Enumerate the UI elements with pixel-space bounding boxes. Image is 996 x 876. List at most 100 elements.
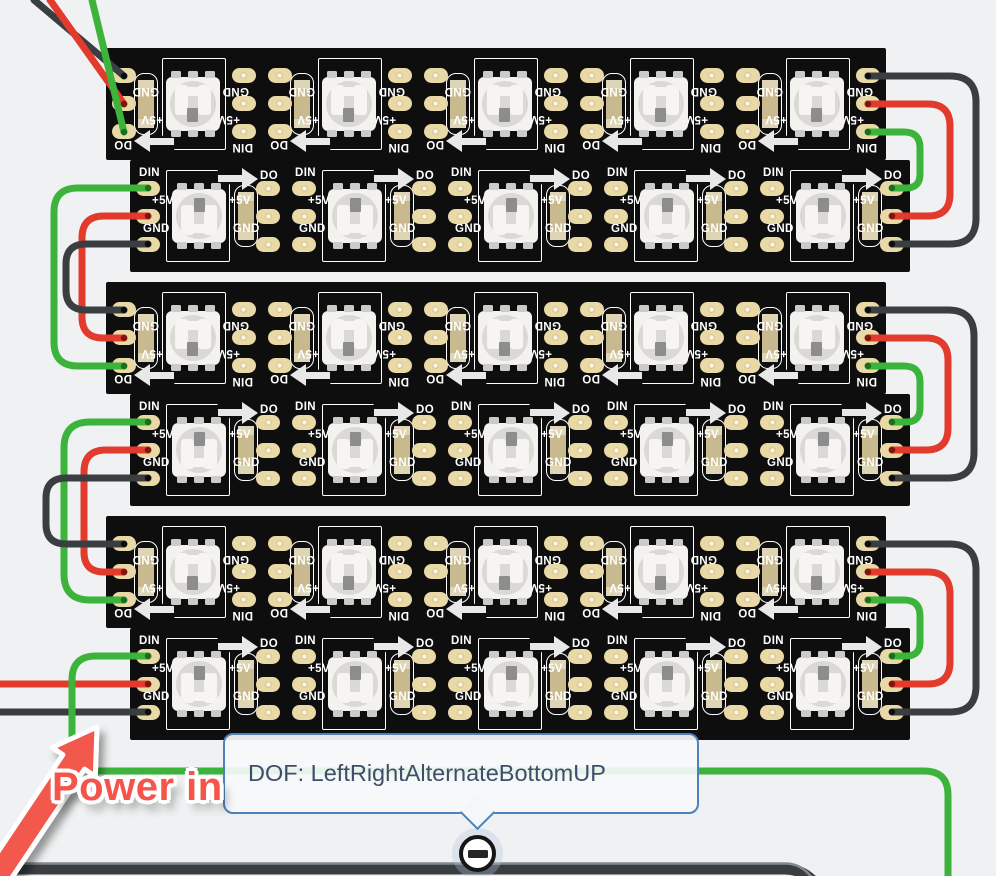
ws2812-led[interactable]: [796, 651, 850, 717]
pad-gnd[interactable]: [292, 470, 316, 486]
pad-gnd[interactable]: [568, 704, 592, 720]
pad-din[interactable]: [292, 180, 316, 196]
pad-5v[interactable]: [724, 676, 748, 692]
led-segment[interactable]: DIN +5V GND DO +5V GND: [286, 628, 442, 740]
pad-din[interactable]: [760, 648, 784, 664]
pad-do[interactable]: [568, 414, 592, 430]
pad-gnd[interactable]: [760, 470, 784, 486]
ws2812-led[interactable]: [328, 183, 382, 249]
capacitor[interactable]: [394, 426, 410, 474]
wire-red-11[interactable]: [864, 334, 952, 454]
pad-5v[interactable]: [604, 676, 628, 692]
capacitor[interactable]: [706, 192, 722, 240]
wire-green-12[interactable]: [864, 362, 924, 426]
pad-do[interactable]: [412, 648, 436, 664]
pad-gnd[interactable]: [604, 470, 628, 486]
wire-green-6[interactable]: [864, 128, 924, 192]
led-segment[interactable]: DIN +5V GND DO +5V GND: [754, 160, 910, 272]
pad-gnd[interactable]: [760, 704, 784, 720]
pad-5v[interactable]: [448, 676, 472, 692]
pad-gnd[interactable]: [256, 470, 280, 486]
wire-green-18[interactable]: [864, 596, 924, 660]
pad-do[interactable]: [412, 414, 436, 430]
capacitor[interactable]: [394, 660, 410, 708]
led-strip-6[interactable]: DIN +5V GND DO +5V GND: [130, 628, 910, 740]
pad-gnd[interactable]: [568, 470, 592, 486]
wire-green-13[interactable]: [60, 418, 152, 604]
pad-gnd[interactable]: [724, 236, 748, 252]
ws2812-led[interactable]: [172, 417, 226, 483]
pad-gnd[interactable]: [412, 236, 436, 252]
capacitor[interactable]: [394, 192, 410, 240]
pad-do[interactable]: [724, 648, 748, 664]
wire-red-8[interactable]: [78, 212, 152, 342]
pad-din[interactable]: [292, 414, 316, 430]
led-strip-2[interactable]: DIN +5V GND DO +5V GND: [130, 160, 910, 272]
pad-gnd[interactable]: [256, 704, 280, 720]
pad-5v[interactable]: [412, 676, 436, 692]
led-segment[interactable]: DIN +5V GND DO +5V GND: [598, 394, 754, 506]
capacitor[interactable]: [706, 660, 722, 708]
ws2812-led[interactable]: [172, 183, 226, 249]
pad-5v[interactable]: [604, 208, 628, 224]
pad-gnd[interactable]: [724, 470, 748, 486]
capacitor[interactable]: [550, 192, 566, 240]
pad-gnd[interactable]: [292, 704, 316, 720]
pad-din[interactable]: [604, 180, 628, 196]
pad-5v[interactable]: [292, 676, 316, 692]
wire-black-9[interactable]: [62, 240, 152, 314]
pad-din[interactable]: [292, 648, 316, 664]
ws2812-led[interactable]: [640, 417, 694, 483]
wire-red-14[interactable]: [80, 446, 152, 576]
pad-do[interactable]: [256, 414, 280, 430]
led-segment[interactable]: DIN +5V GND DO +5V GND: [754, 394, 910, 506]
pad-5v[interactable]: [568, 208, 592, 224]
pad-5v[interactable]: [604, 442, 628, 458]
capacitor[interactable]: [238, 192, 254, 240]
pad-5v[interactable]: [292, 208, 316, 224]
pad-5v[interactable]: [412, 442, 436, 458]
wire-gray-23[interactable]: [0, 862, 818, 876]
pad-5v[interactable]: [760, 676, 784, 692]
pad-do[interactable]: [568, 648, 592, 664]
led-segment[interactable]: DIN +5V GND DO +5V GND: [442, 160, 598, 272]
wire-black-10[interactable]: [864, 306, 978, 482]
pad-din[interactable]: [604, 648, 628, 664]
pad-do[interactable]: [256, 180, 280, 196]
led-segment[interactable]: DIN +5V GND DO +5V GND: [286, 394, 442, 506]
led-segment[interactable]: DIN +5V GND DO +5V GND: [442, 394, 598, 506]
pad-5v[interactable]: [292, 442, 316, 458]
wire-red-17[interactable]: [864, 568, 954, 688]
ws2812-led[interactable]: [796, 183, 850, 249]
pad-5v[interactable]: [568, 442, 592, 458]
pad-din[interactable]: [448, 414, 472, 430]
ws2812-led[interactable]: [328, 651, 382, 717]
pad-gnd[interactable]: [292, 236, 316, 252]
pad-din[interactable]: [760, 180, 784, 196]
led-segment[interactable]: DIN +5V GND DO +5V GND: [130, 160, 286, 272]
pad-5v[interactable]: [760, 208, 784, 224]
pad-gnd[interactable]: [448, 704, 472, 720]
capacitor[interactable]: [862, 192, 878, 240]
led-segment[interactable]: DIN +5V GND DO +5V GND: [130, 628, 286, 740]
pad-5v[interactable]: [724, 208, 748, 224]
wire-black-15[interactable]: [42, 474, 152, 548]
pad-5v[interactable]: [256, 442, 280, 458]
pad-5v[interactable]: [760, 442, 784, 458]
pad-5v[interactable]: [724, 442, 748, 458]
pad-gnd[interactable]: [412, 704, 436, 720]
pad-gnd[interactable]: [604, 704, 628, 720]
wire-green-3[interactable]: [88, 0, 128, 136]
led-segment[interactable]: DIN +5V GND DO +5V GND: [286, 160, 442, 272]
pad-5v[interactable]: [256, 676, 280, 692]
pad-gnd[interactable]: [448, 470, 472, 486]
pad-din[interactable]: [604, 414, 628, 430]
led-segment[interactable]: DIN +5V GND DO +5V GND: [754, 628, 910, 740]
pad-gnd[interactable]: [256, 236, 280, 252]
pad-5v[interactable]: [448, 208, 472, 224]
pad-5v[interactable]: [568, 676, 592, 692]
ws2812-led[interactable]: [796, 417, 850, 483]
capacitor[interactable]: [550, 426, 566, 474]
wire-red-5[interactable]: [864, 100, 954, 220]
led-segment[interactable]: DIN +5V GND DO +5V GND: [598, 628, 754, 740]
